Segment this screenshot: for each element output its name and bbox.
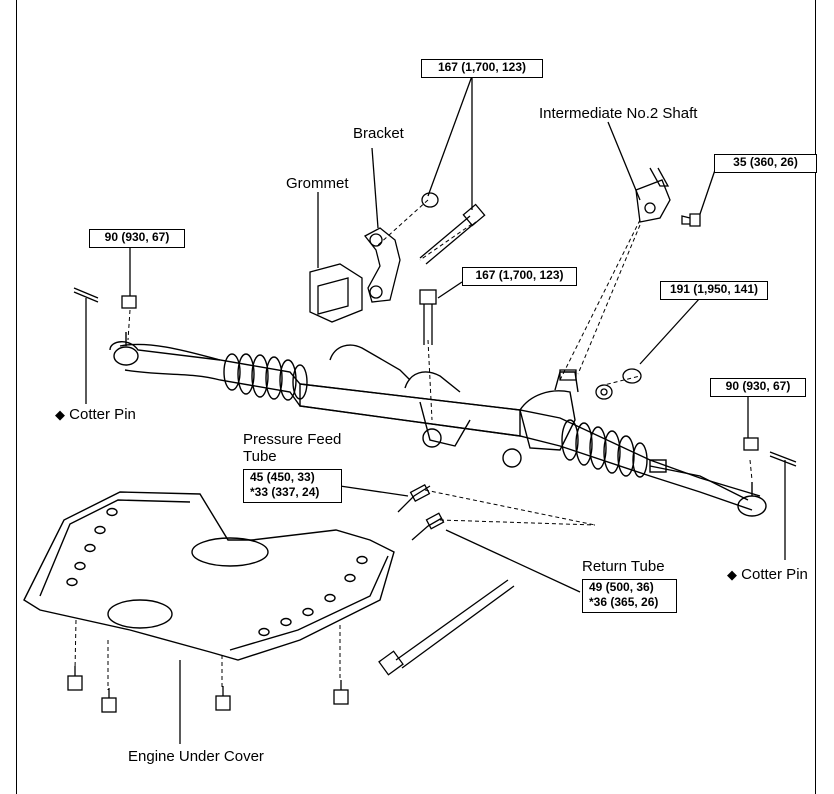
torque-value-alt: *33 (337, 24) <box>250 485 320 499</box>
label-grommet: Grommet <box>286 175 349 192</box>
torque-value: 191 (1,950, 141) <box>669 282 759 296</box>
engine-under-cover <box>23 491 395 661</box>
fasteners <box>121 192 759 676</box>
label-engine-under-cover: Engine Under Cover <box>128 748 264 765</box>
torque-value: 35 (360, 26) <box>733 155 798 169</box>
torque-box-pressure-feed: 45 (450, 33) *33 (337, 24) <box>243 469 342 503</box>
label-bracket: Bracket <box>353 125 404 142</box>
label-intermediate-shaft: Intermediate No.2 Shaft <box>539 105 698 122</box>
label-pressure-feed-tube: Pressure Feed Tube <box>243 431 342 466</box>
label-return-tube: Return Tube <box>582 558 665 575</box>
cotter-pin-text: Cotter Pin <box>69 406 136 423</box>
label-cotter-pin-left: ◆ Cotter Pin <box>55 406 136 423</box>
torque-box-left-nut: 90 (930, 67) <box>89 229 185 248</box>
torque-value: 90 (930, 67) <box>725 379 791 393</box>
torque-box-intermediate-shaft: 35 (360, 26) <box>714 154 817 173</box>
torque-box-right-nut: 90 (930, 67) <box>710 378 806 397</box>
label-cotter-pin-right: ◆ Cotter Pin <box>727 566 808 583</box>
torque-box-center-bolt: 167 (1,700, 123) <box>462 267 577 286</box>
steering-rack <box>109 332 767 517</box>
diamond-icon: ◆ <box>727 567 737 582</box>
diagram-frame <box>16 0 816 794</box>
cover-bolts <box>67 666 349 713</box>
cotter-pins <box>73 287 797 467</box>
leader-lines <box>85 75 786 744</box>
bracket-grommet <box>309 227 401 323</box>
torque-box-right-mount-nut: 191 (1,950, 141) <box>660 281 768 300</box>
cotter-pin-text: Cotter Pin <box>741 566 808 583</box>
intermediate-shaft <box>635 167 671 223</box>
torque-value: 167 (1,700, 123) <box>475 268 564 282</box>
torque-value: 49 (500, 36) <box>589 580 654 594</box>
torque-value: 90 (930, 67) <box>104 230 170 244</box>
torque-box-return-tube: 49 (500, 36) *36 (365, 26) <box>582 579 677 613</box>
torque-value: 167 (1,700, 123) <box>437 60 527 74</box>
torque-value-alt: *36 (365, 26) <box>589 595 659 609</box>
diamond-icon: ◆ <box>55 407 65 422</box>
torque-box-bracket-bolt: 167 (1,700, 123) <box>421 59 543 78</box>
torque-value: 45 (450, 33) <box>250 470 315 484</box>
